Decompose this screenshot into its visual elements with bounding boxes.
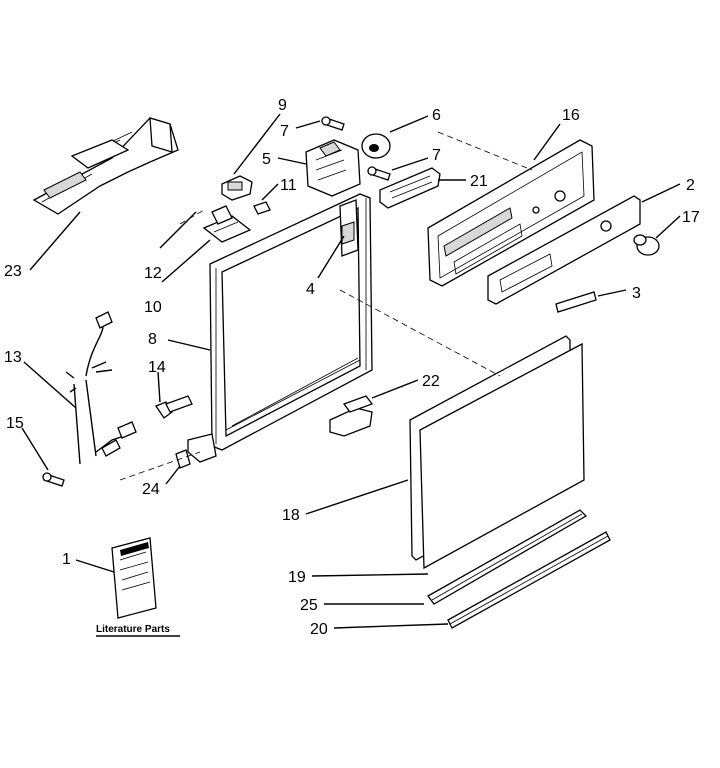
part-labels: 23 9 7 6 16 5 7 11 21 2 17 12 10 4 3 8 1…: [4, 97, 700, 638]
label-15: 15: [6, 415, 24, 432]
label-7-top: 7: [280, 123, 289, 140]
part-19-bottom-trim: [427, 509, 588, 605]
label-20: 20: [310, 621, 328, 638]
part-17-knob: [633, 234, 660, 256]
literature-caption-text: Literature Parts: [96, 624, 170, 635]
part-16-control-panel: [427, 139, 595, 287]
label-7-right: 7: [432, 147, 441, 164]
part-7-screw-top: [321, 116, 345, 131]
part-6-knob: [361, 133, 391, 159]
label-10: 10: [144, 299, 162, 316]
label-13: 13: [4, 349, 22, 366]
part-3-label: [555, 291, 597, 313]
part-11-connector: [253, 201, 271, 215]
leader-lines: [21, 113, 681, 629]
label-25: 25: [300, 597, 318, 614]
label-3: 3: [632, 285, 641, 302]
part-1-literature-booklet: [111, 537, 157, 619]
label-2: 2: [686, 177, 695, 194]
part-21-control-board: [379, 167, 441, 209]
part-2-panel-trim: [487, 195, 641, 305]
label-17: 17: [682, 209, 700, 226]
part-20-bottom-strip: [447, 531, 611, 629]
part-15-screw: [42, 472, 65, 487]
label-18: 18: [282, 507, 300, 524]
part-9-switch-bracket: [221, 175, 253, 201]
label-5: 5: [262, 151, 271, 168]
label-9: 9: [278, 97, 287, 114]
label-19: 19: [288, 569, 306, 586]
label-8: 8: [148, 331, 157, 348]
label-1: 1: [62, 551, 71, 568]
label-14: 14: [148, 359, 166, 376]
part-24-clip: [175, 449, 191, 469]
part-14-switch: [155, 395, 193, 419]
part-22-clip: [329, 395, 374, 437]
literature-caption: Literature Parts: [96, 624, 180, 637]
part-18-door-panel: [409, 335, 585, 570]
label-6: 6: [432, 107, 441, 124]
label-24: 24: [142, 481, 160, 498]
part-8-door-frame: [187, 193, 373, 463]
dashed-guides: [119, 131, 533, 481]
part-5-switch-assembly: [305, 139, 361, 197]
label-21: 21: [470, 173, 488, 190]
label-11: 11: [280, 177, 297, 194]
part-7-screw-right: [367, 166, 391, 181]
label-23: 23: [4, 263, 22, 280]
part-13-wire-harness: [65, 311, 137, 465]
label-22: 22: [422, 373, 440, 390]
part-10-latch-bracket: [202, 205, 252, 243]
label-4: 4: [306, 281, 315, 298]
label-16: 16: [562, 107, 580, 124]
label-12: 12: [144, 265, 162, 282]
part-23-vent-assembly: [32, 117, 179, 215]
